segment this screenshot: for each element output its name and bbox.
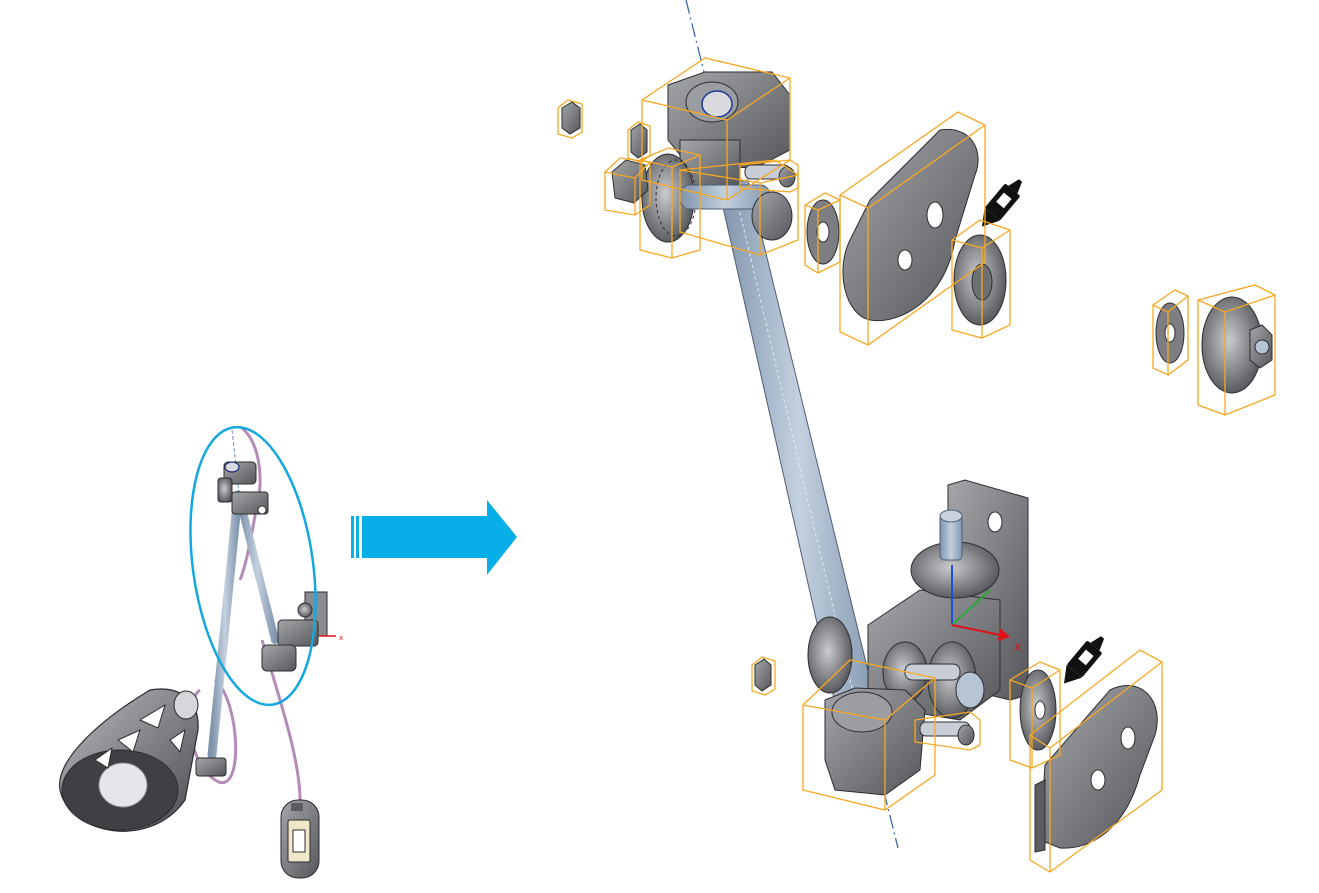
upper-joint-small [217, 461, 269, 515]
axis-x-label: X [1014, 641, 1022, 654]
lamp-arm-upper [207, 490, 243, 760]
bbox-side-gear [1197, 284, 1276, 416]
lamp-arm-lower [236, 496, 279, 644]
lower-small-gear [1019, 669, 1057, 751]
bbox-upper-bevel [951, 219, 1011, 339]
lamp-shade [59, 688, 227, 832]
bbox-upper-shaft [679, 159, 799, 256]
upper-hex-nut-left [611, 159, 649, 204]
part-bounding-boxes [557, 57, 1276, 873]
small-nut-bottom-left [754, 658, 772, 692]
cable-switch [280, 799, 320, 879]
upper-hub-block [667, 71, 791, 186]
side-washer [1155, 302, 1185, 364]
lower-hub-block [824, 687, 926, 796]
upper-bevel-gear [953, 234, 1007, 326]
arrow-right-icon [351, 500, 517, 575]
upper-shaft [679, 184, 793, 241]
lower-bolt [919, 721, 975, 746]
focus-highlight-ellipse [189, 425, 317, 707]
side-gear [1201, 296, 1273, 394]
bbox-small-nut-1 [557, 99, 583, 139]
bbox-lower-hub [802, 659, 936, 811]
upper-cam-plate [842, 128, 979, 322]
bbox-upper-bolt [739, 159, 799, 193]
glue-bottle-icon-lower [1064, 636, 1105, 684]
bbox-small-nut-2 [627, 121, 651, 163]
small-nut-top-left [561, 101, 581, 135]
bbox-upper-cam [839, 111, 986, 346]
small-nut-top [630, 123, 648, 159]
lower-vertical-gear [910, 509, 1000, 599]
bbox-lower-cam [1029, 649, 1163, 873]
bbox-upper-nut-left [604, 157, 651, 216]
lamp-assembly-overview: x [59, 425, 343, 879]
bbox-upper-gear-left [639, 147, 701, 259]
lower-gear-left [807, 616, 853, 694]
bbox-side-washer [1152, 289, 1189, 376]
lower-joint-small: x [261, 591, 343, 672]
glue-bottle-icon [982, 179, 1023, 227]
upper-washer [806, 199, 840, 265]
exploded-view: X [557, 0, 1276, 873]
bbox-lower-bolt [914, 711, 981, 751]
bbox-lower-small-gear [1009, 661, 1061, 769]
bbox-small-nut-3 [751, 656, 776, 696]
lower-cam-plate [1034, 685, 1158, 853]
axis-triad-icon: X [951, 565, 1022, 654]
axis-x-label-small: x [339, 634, 343, 642]
